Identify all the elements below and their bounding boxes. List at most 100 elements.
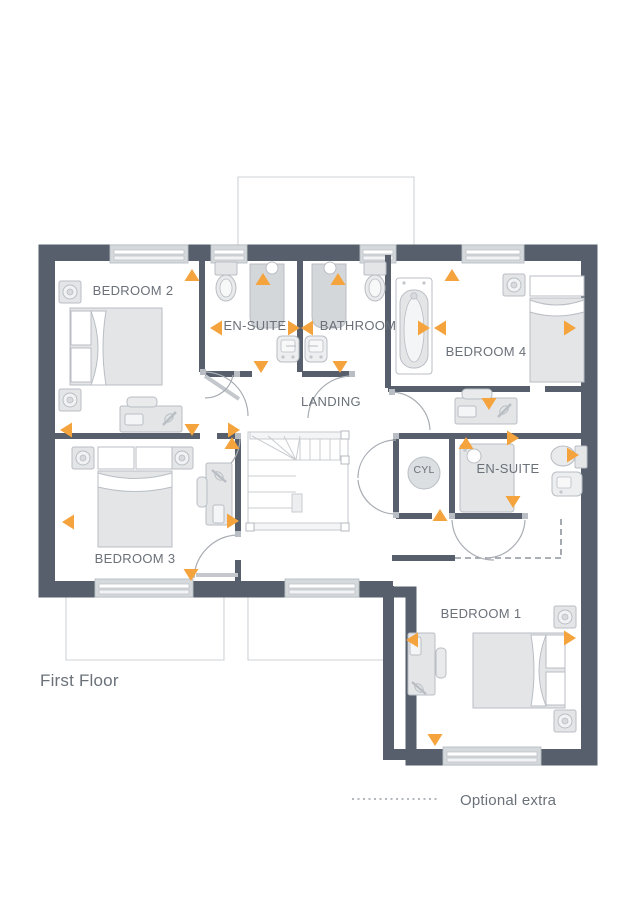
dimension-arrow-right <box>228 422 240 438</box>
dimension-arrow-up <box>444 269 460 281</box>
stair-newels <box>245 430 350 532</box>
dimension-arrow-right <box>507 430 519 446</box>
bed-double <box>472 632 566 709</box>
desk <box>407 632 447 696</box>
stair-treads <box>248 459 296 509</box>
door-arc-cyl-top <box>357 439 397 479</box>
door-arc-bedroom3 <box>193 534 239 579</box>
furniture-bedroom-3 <box>71 446 233 548</box>
bedside-table <box>553 709 577 733</box>
room-label-bedroom-2: BEDROOM 2 <box>93 283 174 298</box>
door-group <box>193 371 526 579</box>
room-label-bedroom-3: BEDROOM 3 <box>95 551 176 566</box>
dresser <box>454 388 518 425</box>
dimension-arrow-left <box>434 320 446 336</box>
dimension-arrow-right <box>564 320 576 336</box>
furniture-bedroom-2 <box>58 280 183 433</box>
window-bedroom4-top <box>461 244 525 264</box>
furniture-bedroom-4 <box>454 273 585 425</box>
wash-basin <box>551 471 583 497</box>
sanitary-en-suite-1 <box>214 261 300 363</box>
room-label-landing: LANDING <box>301 394 361 409</box>
bedside-table <box>170 446 194 470</box>
door-arc-cyl-bottom <box>357 479 397 515</box>
bathtub <box>395 277 433 375</box>
wash-basin <box>304 335 328 363</box>
dresser <box>119 396 183 433</box>
wc-toilet <box>214 261 238 302</box>
window-bedroom1-bottom <box>442 746 542 766</box>
internal-walls <box>50 255 589 586</box>
stair-winders <box>251 435 301 461</box>
roof-outline-top <box>237 176 415 249</box>
legend-label: Optional extra <box>460 792 557 809</box>
dimension-arrow-right <box>418 320 430 336</box>
door-arc-bathroom <box>307 375 353 419</box>
dimension-arrow-right <box>227 513 239 529</box>
furniture-bedroom-1 <box>407 605 577 733</box>
window-bedroom3-bottom <box>94 578 194 598</box>
door-hinges <box>200 369 528 537</box>
dimension-arrow-up <box>184 269 200 281</box>
room-label-en-suite-2: EN-SUITE <box>476 461 539 476</box>
window-bedroom2-top <box>109 244 189 264</box>
stair-balusters <box>296 439 346 461</box>
bedside-table <box>502 273 526 297</box>
roof-outline-bottom-mid <box>247 590 389 661</box>
door-arc-bedroom1 <box>486 519 526 559</box>
dimension-arrow-left <box>301 320 313 336</box>
dimension-arrow-down <box>253 361 269 373</box>
door-arc-bedroom4 <box>391 391 431 431</box>
dimension-arrow-up <box>255 273 271 285</box>
dimension-arrow-right <box>567 447 579 463</box>
door-leaf-ensuite1 <box>203 374 241 401</box>
bed-double <box>69 307 163 386</box>
dimension-arrow-down <box>332 361 348 373</box>
legend: Optional extra <box>352 792 557 809</box>
room-label-en-suite-1: EN-SUITE <box>223 318 286 333</box>
wc-toilet <box>363 261 387 302</box>
dimension-arrow-right <box>288 320 300 336</box>
dimension-arrow-up <box>224 437 240 449</box>
room-label-cyl: CYL <box>413 464 434 476</box>
dimension-arrow-left <box>210 320 222 336</box>
dimension-arrow-left <box>406 632 418 648</box>
bedside-table <box>58 280 82 304</box>
bedside-table <box>553 605 577 629</box>
dimension-arrow-down <box>183 569 199 581</box>
optional-extra-walls <box>455 519 562 559</box>
wash-basin <box>276 335 300 363</box>
dimension-arrow-left <box>62 514 74 530</box>
dimension-arrow-up <box>458 437 474 449</box>
window-ensuite-top <box>210 244 248 264</box>
door-arc-ensuite2 <box>451 519 495 561</box>
door-arc-bedroom2 <box>203 371 249 417</box>
dimension-arrows <box>60 269 579 746</box>
dimension-arrow-left <box>60 422 72 438</box>
dimension-arrow-down <box>184 424 200 436</box>
window-group <box>94 244 542 766</box>
dimension-arrow-down <box>481 398 497 410</box>
room-label-bedroom-1: BEDROOM 1 <box>441 606 522 621</box>
bed-single <box>529 275 585 383</box>
dimension-arrow-up <box>432 509 448 521</box>
page-title: First Floor <box>40 671 119 690</box>
dimension-arrow-down <box>505 496 521 508</box>
desk <box>196 462 233 526</box>
dimension-arrow-down <box>427 734 443 746</box>
dimension-arrow-up <box>330 273 346 285</box>
shower-enclosure <box>249 261 285 329</box>
room-label-bedroom-4: BEDROOM 4 <box>446 344 527 359</box>
window-landing-bottom <box>284 578 360 598</box>
door-arc-ensuite1 <box>204 374 234 399</box>
shower-enclosure <box>459 443 515 513</box>
staircase <box>245 430 350 532</box>
cylinder-cupboard <box>407 456 441 490</box>
bed-double <box>97 446 173 548</box>
roof-outline-bottom-left <box>65 590 225 661</box>
sanitary-bathroom <box>304 261 433 375</box>
bedside-table <box>71 446 95 470</box>
